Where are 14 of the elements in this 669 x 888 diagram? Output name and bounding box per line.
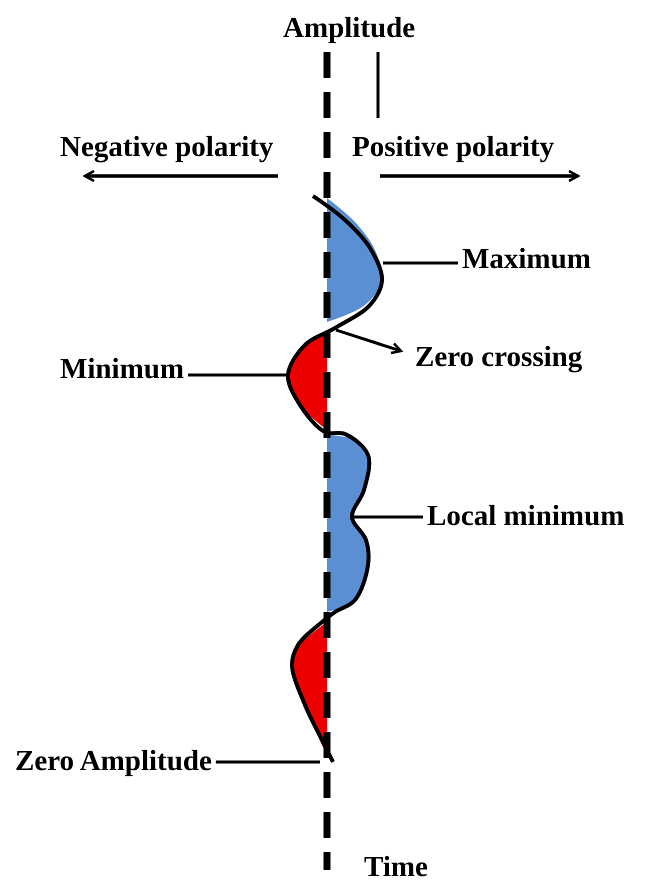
callout-label: Maximum: [462, 245, 591, 274]
callout-label: Zero crossing: [415, 343, 582, 372]
leader-line: [188, 374, 288, 376]
axis-label: Time: [364, 853, 428, 882]
callout-label: Local minimum: [427, 502, 624, 531]
callout-label: Zero Amplitude: [15, 747, 212, 776]
leader-line: [216, 760, 320, 764]
callout-label: Minimum: [60, 355, 184, 384]
leader-line: [350, 516, 423, 518]
axis-label: Negative polarity: [60, 133, 274, 162]
leader-line: [383, 262, 458, 264]
arrow: [336, 328, 402, 354]
axis-label: Positive polarity: [352, 133, 554, 162]
axis-label: Amplitude: [283, 14, 416, 43]
